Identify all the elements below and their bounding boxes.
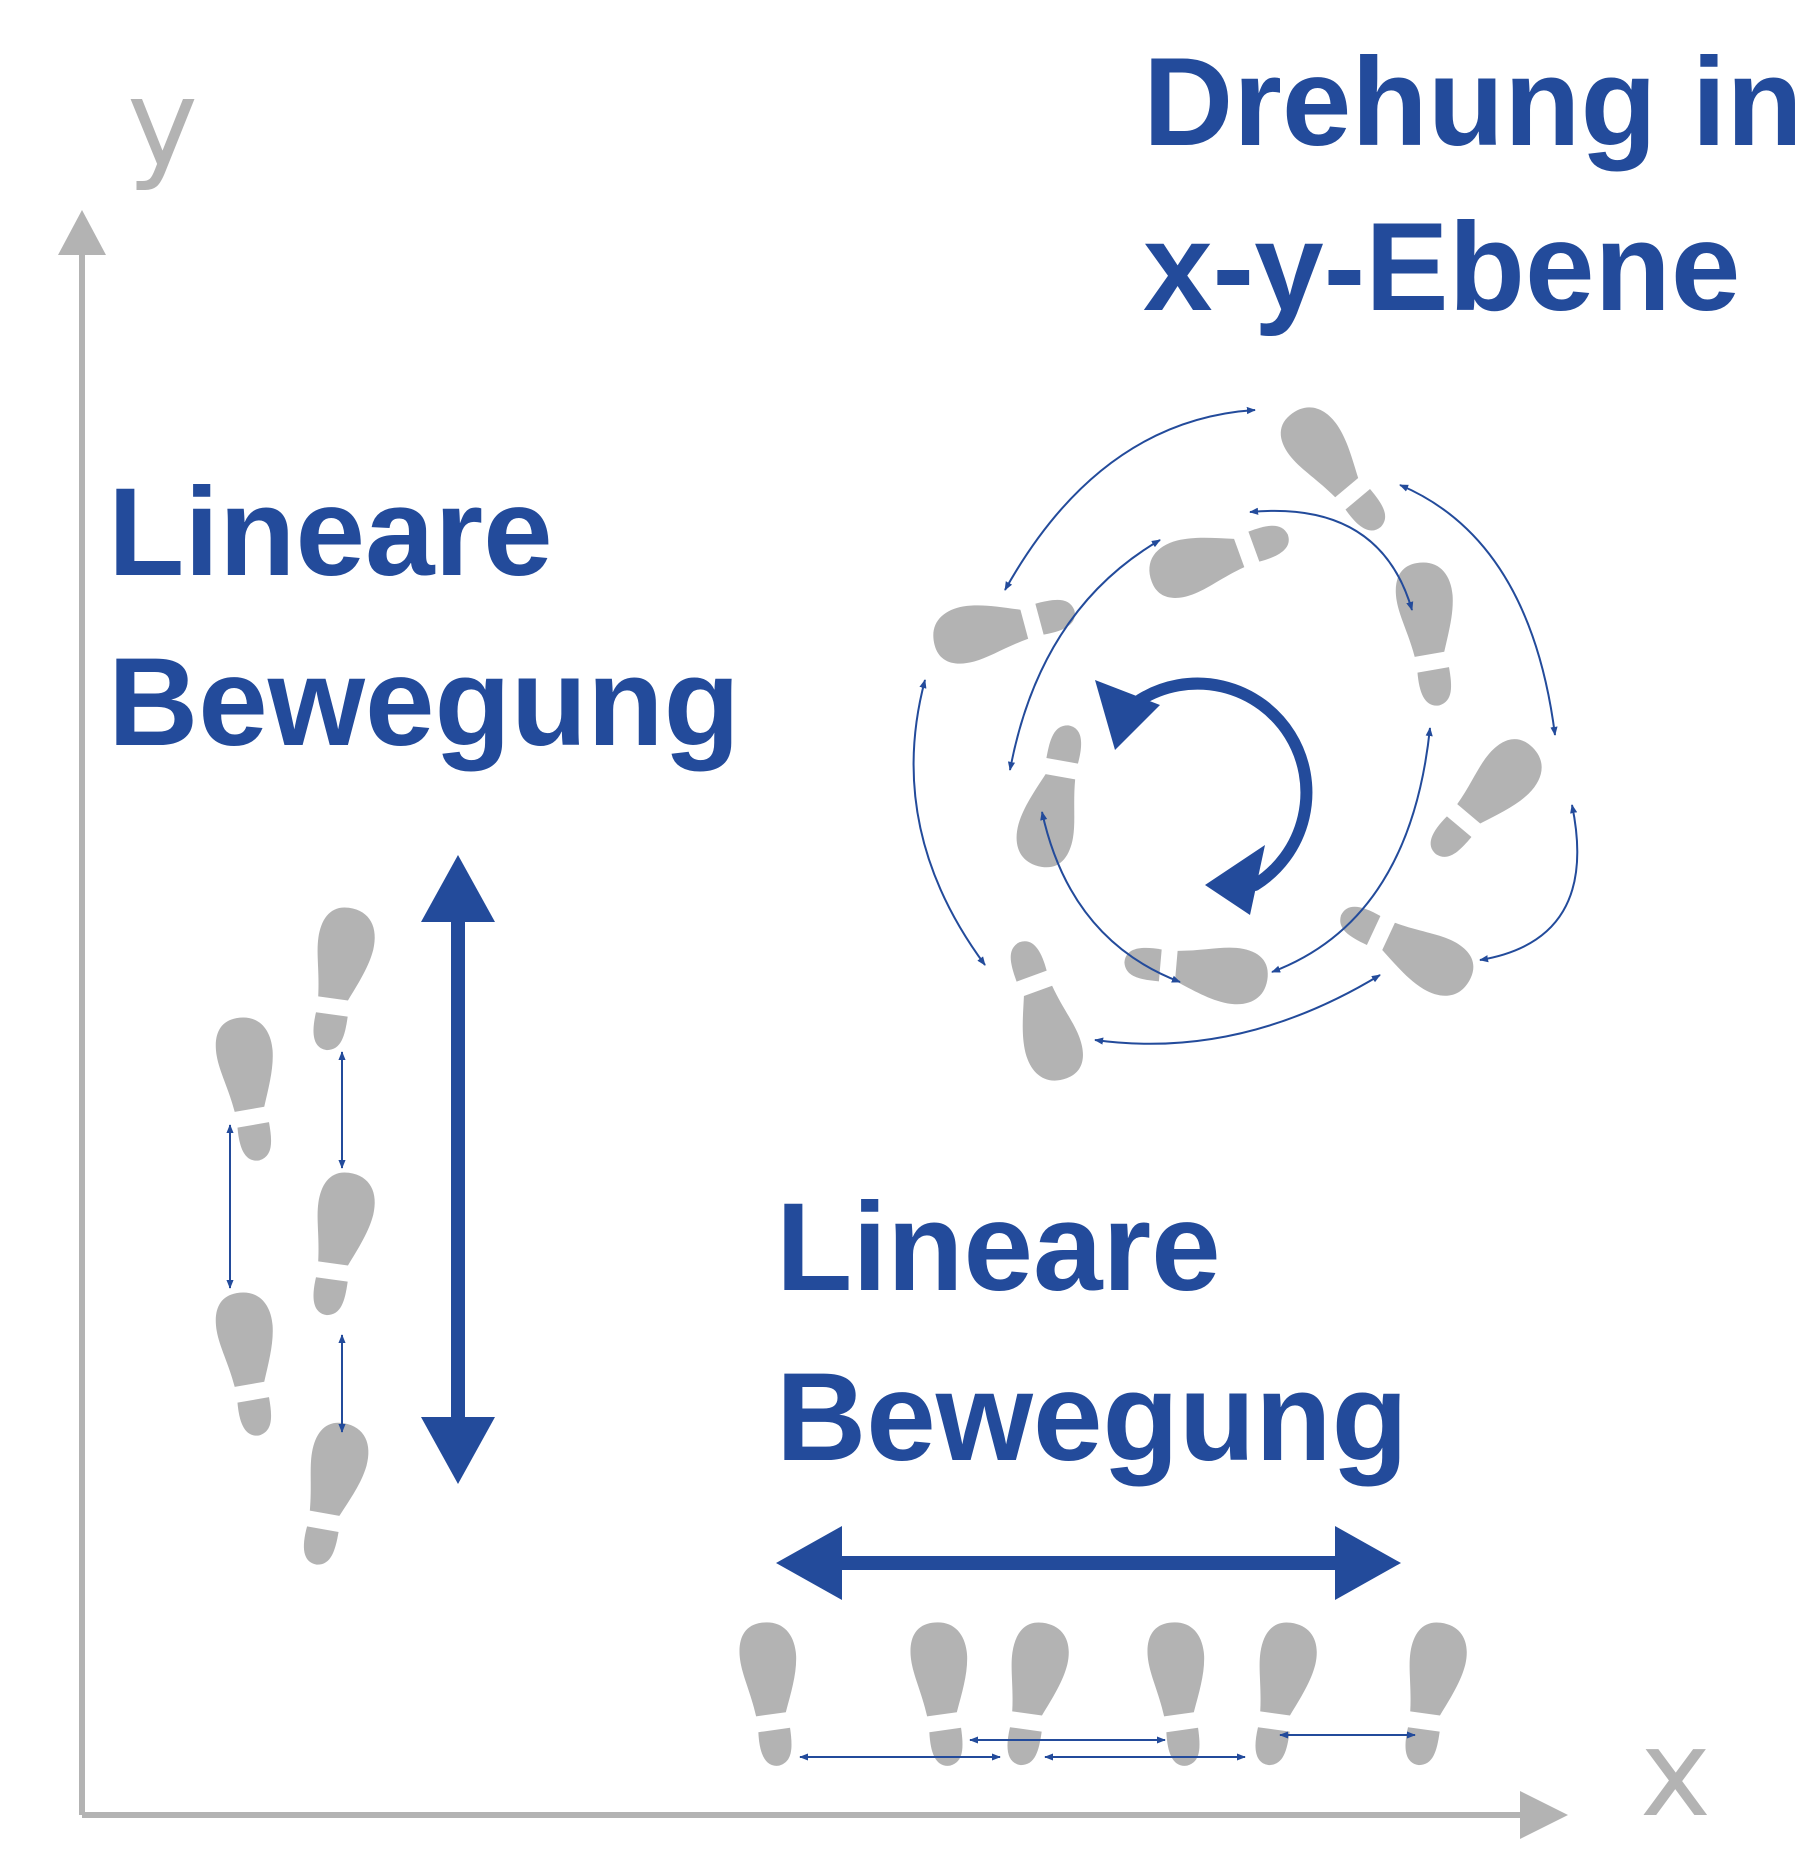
footprint-icon bbox=[210, 1287, 292, 1440]
rotation-arc-arrow bbox=[1007, 539, 1161, 771]
horizontal-double-arrow-icon bbox=[776, 1526, 1401, 1600]
footprint-icon bbox=[926, 578, 1081, 671]
rotation-arc-arrow bbox=[1479, 804, 1579, 963]
rotation-arc-arrow bbox=[912, 679, 986, 966]
coordinate-axes bbox=[58, 210, 1568, 1839]
linear-horizontal-label-line-1: Lineare bbox=[776, 1178, 1221, 1317]
footprint-icon bbox=[1269, 395, 1406, 543]
footprint-icon bbox=[303, 904, 379, 1055]
vertical-double-arrow-icon bbox=[421, 855, 495, 1484]
linear-horizontal-label-line-2: Bewegung bbox=[776, 1348, 1408, 1487]
footprint-icon bbox=[303, 1169, 379, 1320]
footprint-icon bbox=[1417, 728, 1554, 876]
footprint-icon bbox=[989, 934, 1092, 1089]
footprint-icon bbox=[1121, 938, 1270, 1007]
rotation-title-line-1: Drehung in bbox=[1143, 33, 1803, 172]
x-axis-label: x bbox=[1640, 1705, 1712, 1844]
footprint-icon bbox=[292, 1418, 374, 1571]
x-axis-arrowhead bbox=[1520, 1791, 1568, 1839]
linear-vertical-label-line-1: Lineare bbox=[108, 463, 553, 602]
horizontal-motion-group bbox=[735, 1526, 1471, 1770]
footprint-icon bbox=[997, 1619, 1073, 1770]
y-axis-label: y bbox=[127, 55, 199, 194]
footprint-icon bbox=[735, 1618, 812, 1769]
linear-vertical-label-line-2: Bewegung bbox=[108, 633, 740, 772]
footprint-icon bbox=[1390, 557, 1472, 710]
rotation-arc-arrow bbox=[1094, 974, 1381, 1045]
rotation-title-line-2: x-y-Ebene bbox=[1143, 198, 1741, 337]
footprint-icon bbox=[1395, 1619, 1471, 1770]
footprint-icon bbox=[210, 1012, 292, 1165]
footprint-icon bbox=[1245, 1619, 1321, 1770]
vertical-motion-group bbox=[210, 855, 495, 1571]
footprint-icon bbox=[1327, 893, 1482, 1006]
rotation-arrow-icon bbox=[1095, 677, 1313, 915]
rotation-arc-arrow bbox=[1271, 727, 1433, 973]
rotation-arc-arrow bbox=[1040, 811, 1181, 983]
footprint-icon bbox=[906, 1618, 983, 1769]
footprint-icon bbox=[1143, 1618, 1220, 1769]
rotation-arc-arrow bbox=[1249, 507, 1414, 611]
rotation-arc-arrow bbox=[1399, 484, 1558, 736]
y-axis-arrowhead bbox=[58, 210, 106, 255]
footprint-icon bbox=[1141, 504, 1296, 607]
rotation-group bbox=[912, 395, 1579, 1089]
